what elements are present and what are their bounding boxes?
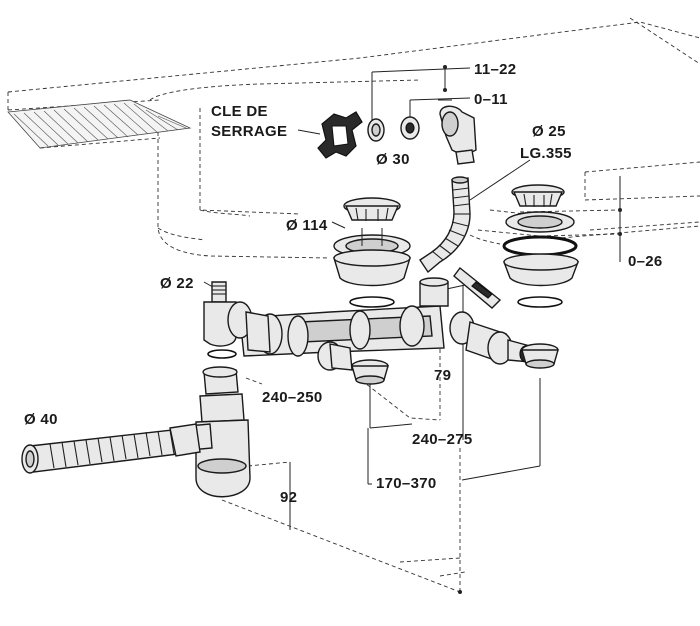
label-dia-30: Ø 30 [376, 151, 410, 168]
label-cle-de-serrage-1: CLE DE [211, 103, 268, 120]
label-lg-355: LG.355 [520, 145, 572, 162]
overflow-fitting-small [367, 116, 420, 142]
clamping-key-icon [317, 111, 363, 159]
overflow-hose [419, 176, 471, 274]
overflow-connector [453, 267, 502, 309]
label-dim-79: 79 [434, 367, 451, 384]
main-drain-pipe [239, 277, 449, 357]
basket-strainer-left [333, 197, 411, 308]
label-dim-0-26: 0–26 [628, 253, 663, 270]
right-branch-fittings [449, 311, 559, 369]
countertop-outline [7, 17, 700, 111]
label-cle-de-serrage-2: SERRAGE [211, 123, 287, 140]
basket-strainer-right [502, 184, 580, 308]
overflow-elbow [439, 105, 477, 165]
label-dim-92: 92 [280, 489, 297, 506]
label-dim-240-275: 240–275 [412, 431, 473, 448]
flexible-hose-icon [21, 423, 201, 474]
label-dia-22: Ø 22 [160, 275, 194, 292]
label-dim-240-250: 240–250 [262, 389, 323, 406]
label-dia-114: Ø 114 [286, 217, 328, 234]
bottle-trap-icon [187, 366, 251, 498]
washing-machine-inlet [203, 281, 283, 359]
label-dim-11-22: 11–22 [474, 61, 516, 78]
dimension-labels: CLE DE SERRAGE 11–22 0–11 Ø 25 LG.355 Ø … [24, 61, 663, 506]
label-dia-40: Ø 40 [24, 411, 58, 428]
label-dia-25: Ø 25 [532, 123, 566, 140]
sink-bowl-outline [157, 108, 700, 259]
label-dim-0-11: 0–11 [474, 91, 508, 108]
left-branch-fittings [317, 341, 389, 385]
label-dim-170-370: 170–370 [376, 475, 437, 492]
drainer-hatch [7, 99, 192, 149]
